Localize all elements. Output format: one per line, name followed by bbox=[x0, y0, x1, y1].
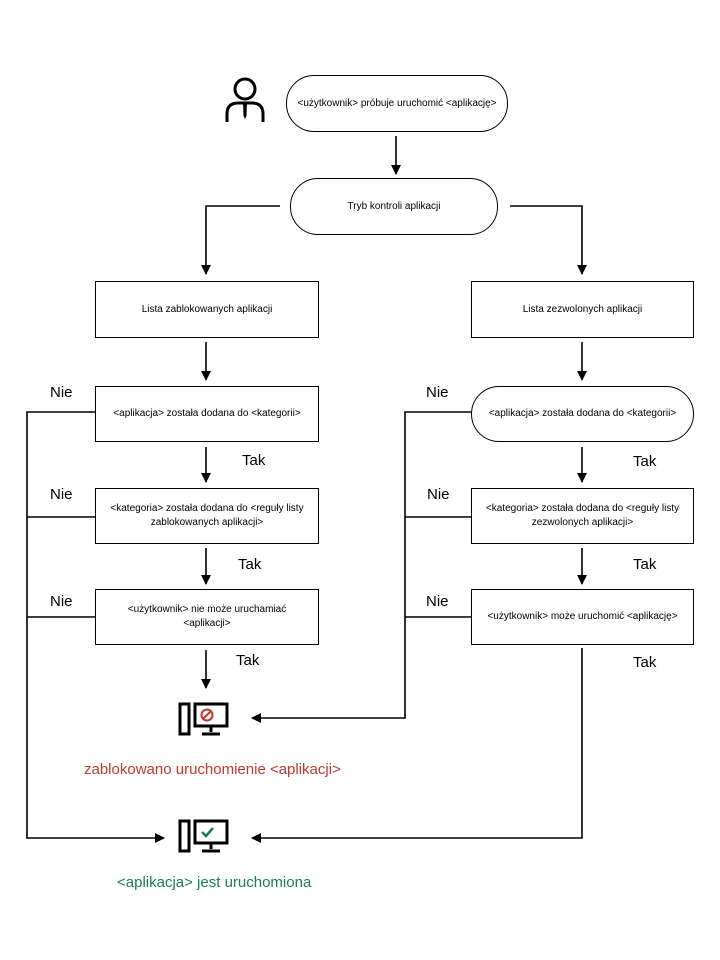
allowed-outcome-caption: <aplikacja> jest uruchomiona bbox=[117, 874, 312, 891]
right-list-box: Lista zezwolonych aplikacji bbox=[471, 281, 694, 338]
computer-blocked-icon bbox=[178, 702, 229, 736]
right-category-node: <aplikacja> została dodana do <kategorii… bbox=[471, 386, 694, 442]
label-no: Nie bbox=[427, 486, 450, 503]
left-user-box: <użytkownik> nie może uruchamiać <aplika… bbox=[95, 589, 319, 645]
label-no: Nie bbox=[50, 384, 73, 401]
start-node: <użytkownik> próbuje uruchomić <aplikacj… bbox=[286, 75, 508, 132]
label-yes: Tak bbox=[633, 556, 657, 573]
label-yes: Tak bbox=[236, 652, 260, 669]
arrow-left-no-bus bbox=[26, 411, 165, 843]
left-list-box: Lista zablokowanych aplikacji bbox=[95, 281, 319, 338]
left-rule-box: <kategoria> została dodana do <reguły li… bbox=[95, 488, 319, 544]
label-no: Nie bbox=[426, 593, 449, 610]
label-yes: Tak bbox=[242, 452, 266, 469]
mode-node: Tryb kontroli aplikacji bbox=[290, 178, 498, 235]
arrow-right-user-to-allowed bbox=[251, 648, 583, 843]
label-no: Nie bbox=[50, 486, 73, 503]
arrow-mode-to-left bbox=[201, 205, 280, 275]
label-yes: Tak bbox=[633, 453, 657, 470]
arrow-right-no-bus bbox=[251, 411, 472, 723]
computer-allowed-icon bbox=[178, 819, 229, 853]
blocked-outcome-caption: zablokowano uruchomienie <aplikacji> bbox=[84, 761, 341, 778]
label-yes: Tak bbox=[633, 654, 657, 671]
right-user-box: <użytkownik> może uruchomić <aplikację> bbox=[471, 589, 694, 645]
label-yes: Tak bbox=[238, 556, 262, 573]
label-no: Nie bbox=[50, 593, 73, 610]
right-rule-box: <kategoria> została dodana do <reguły li… bbox=[471, 488, 694, 544]
arrow-mode-to-right bbox=[510, 205, 587, 275]
left-category-box: <aplikacja> została dodana do <kategorii… bbox=[95, 386, 319, 442]
person-icon bbox=[225, 77, 265, 122]
label-no: Nie bbox=[426, 384, 449, 401]
